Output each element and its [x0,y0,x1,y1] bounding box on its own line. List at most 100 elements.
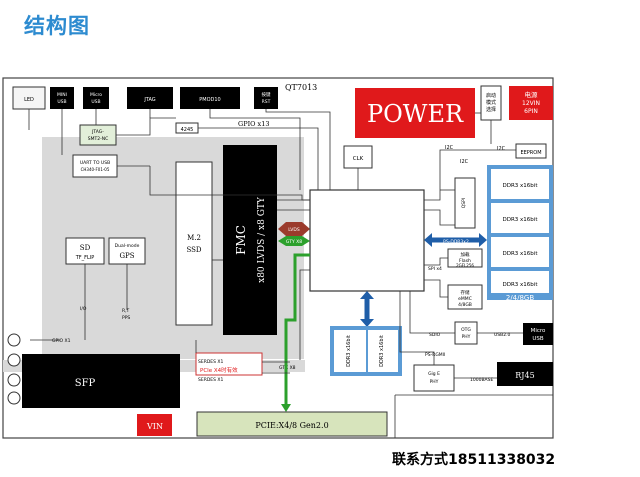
ddr-right-chip-3 [491,237,549,267]
emmc-label-2: eMMC [458,296,472,302]
board-name: QT7013 [285,83,317,92]
psu-label: 电源 [525,90,539,99]
ps-ddr-label: PS-DDR3x2 [443,239,469,245]
contact-info: 联系方式18511338032 [392,452,556,468]
ddr-bottom-label-2: DDR3 x16bit [379,335,385,367]
serdes-a-label: SERDES X1 [198,359,224,365]
emmc-label: 存储 [461,289,470,296]
micro-usb-top-label: Micro [90,92,102,98]
jtag-smt-label-2: SMT2-NC [88,136,108,142]
psu-box [509,86,553,120]
gige-box [413,364,455,392]
flash-label: 加载 [461,251,470,258]
boot-mode-label-2: 模式 [486,99,496,106]
qspi-box [454,177,476,229]
fmc-label: FMC [234,225,248,255]
mount-hole-4 [7,391,21,405]
reset-box [254,87,278,109]
ddr-right-label-1: DDR3 x16bit [503,183,539,189]
ddr-right-chip-4 [491,271,549,293]
gps-label: Dual-mode [115,243,140,249]
i2c-eeprom-label: I2C [497,146,506,152]
micro-usb-bottom-label: Micro [531,328,546,334]
gps-label-2: GPS [119,252,134,260]
clk-label: CLK [353,156,364,162]
ddr-bottom-chip-1 [334,330,366,372]
gige-label-2: PHY [430,379,439,385]
sfp-label: SFP [75,378,96,389]
ddr-bottom-arrow-up [360,291,374,299]
spi-label: SPI x4 [428,266,442,272]
emmc-label-3: 4/8GB [458,302,472,308]
i2c-qspi-label: I2C [460,159,469,165]
power-label: POWER [367,100,464,128]
fmc-label-2: x80 LVDS / x8 GTY [257,196,267,283]
uart-label: UART TO USB [80,160,110,166]
reset-label: 按键 [262,91,271,98]
sd-label: SD [80,244,91,252]
otg-phy-label: OTG [461,327,471,333]
ps-ddr-arrow-left [424,233,432,247]
pcie-box [196,411,388,437]
fpga-box [309,189,425,292]
sd-box [65,237,105,265]
gpio-x1-label: GPIO X1 [52,338,71,344]
gige-label: Gig E [428,371,440,377]
ddr-right-label-3: DDR3 x16bit [503,251,539,257]
rj45-box [497,362,553,386]
reset-label-2: RST [262,99,271,105]
micro-usb-bottom-box [523,323,553,345]
ddr-right-chip-1 [491,169,549,199]
usb20-label: USB2.0 [494,332,511,338]
gpio-13-label: GPIO x13 [238,120,269,128]
pcie-green-path [284,253,310,408]
m2-label: M.2 [187,234,201,242]
micro-usb-bottom-label-2: USB [532,336,544,342]
io-label: I/O [80,306,87,312]
mount-hole-1 [7,333,21,347]
ddr-bottom-label-1: DDR3 x16bit [346,335,352,367]
flash-label-2: Flash [459,258,471,264]
ps-rgmii-label: PS-RGMII [425,352,445,358]
ddr-bottom-arrow-down [360,319,374,327]
rt-pps-label-2: PPS [122,315,130,321]
page-title: 结构图 [24,14,90,38]
gps-box [108,237,146,265]
sfp-box [22,354,180,408]
otg-phy-label-2: PHY [462,334,471,340]
lvds-arrow [278,222,310,236]
jtag-smt-label: JTAG- [91,129,104,135]
rj45-label: RJ45 [515,371,534,380]
psu-label-2: 12VIN [522,100,540,107]
pcie-label: PCIE:X4/8 Gen2.0 [255,421,328,430]
ddr-bottom-chip-2 [368,330,398,372]
jtag-label: JTAG [143,97,155,103]
power-box [355,88,475,138]
lvds-label: LVDS [288,227,300,233]
micro-usb-top-box [83,87,109,109]
ps-ddr-arrow-right [479,233,487,247]
led-label: LED [24,97,34,103]
mini-usb-label-2: USB [57,99,66,105]
jtag-box [127,87,173,109]
vin-label: VIN [146,422,163,431]
m2-box [175,161,213,326]
connection-lines [28,109,553,438]
psu-label-3: 6PIN [524,108,538,115]
qspi-label: QSPI [461,198,467,208]
serdes-b-label: SERDES X1 [198,377,224,383]
i2c-top-label: I2C [445,145,454,151]
mount-hole-3 [7,373,21,387]
pmod-label: PMOD10 [199,97,220,103]
sd-label-2: TF_FLIP [75,255,95,261]
pcie-note-label: PCIe X4时有效 [200,366,238,374]
vin-box [137,414,172,436]
fmc-box [223,145,277,335]
pmod-box [180,87,240,109]
uart-label-2: CH340-F01-05 [81,167,110,172]
mini-usb-box [50,87,74,109]
ddr-right-size: 2/4/8GB [506,294,535,302]
base-1000-label: 1000BASE [470,377,493,383]
micro-usb-top-label-2: USB [91,99,100,105]
